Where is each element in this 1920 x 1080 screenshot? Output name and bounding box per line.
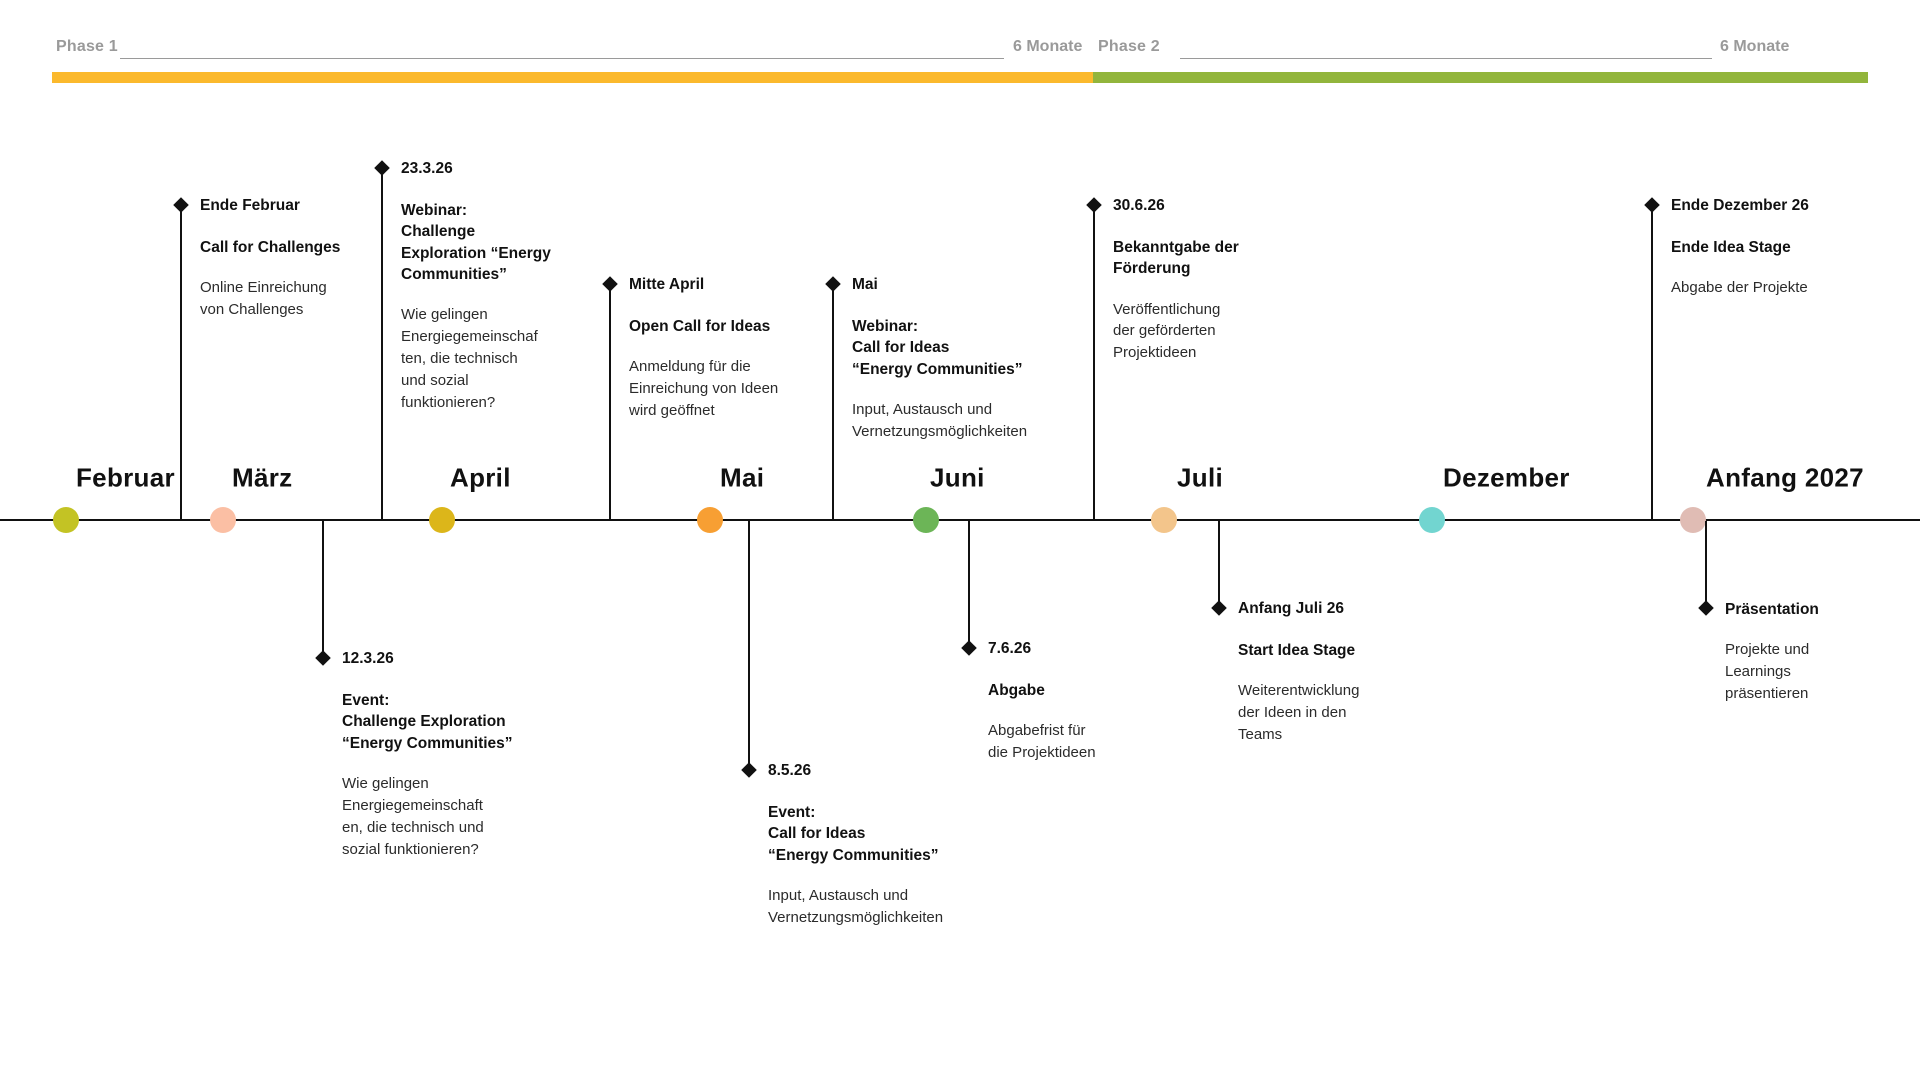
milestone-stem: [832, 284, 834, 519]
milestone-diamond-icon: [961, 640, 977, 656]
milestone-headline: Webinar: Challenge Exploration “Energy C…: [401, 201, 551, 283]
milestone-body: Input, Austausch und Vernetzungsmöglichk…: [768, 886, 944, 926]
milestone-body: Abgabefrist für die Projektideen: [988, 722, 1096, 762]
milestone-diamond-icon: [1211, 600, 1227, 616]
milestone-diamond-icon: [1698, 600, 1714, 616]
phase-rule: [1180, 58, 1712, 59]
phase-label: Phase 1: [56, 38, 118, 55]
month-label-5: Juli: [1177, 462, 1223, 493]
milestone-headline: Start Idea Stage: [1238, 641, 1356, 659]
milestone-headline: Abgabe: [988, 681, 1045, 699]
milestone-diamond-icon: [173, 197, 189, 213]
milestone-stem: [1651, 205, 1653, 519]
axis-dot-3: [697, 507, 723, 533]
axis-dot-5: [1151, 507, 1177, 533]
month-label-3: Mai: [720, 462, 765, 493]
milestone-date: 23.3.26: [401, 160, 453, 177]
phase-bar: [52, 72, 1093, 83]
phase-bar: [1093, 72, 1868, 83]
month-label-4: Juni: [930, 462, 985, 493]
axis-dot-4: [913, 507, 939, 533]
milestone-date: 8.5.26: [768, 762, 812, 779]
milestone-headline: Bekanntgabe der Förderung: [1113, 238, 1239, 278]
axis-dot-7: [1680, 507, 1706, 533]
timeline-axis: [0, 519, 1920, 521]
milestone-stem: [748, 521, 750, 770]
month-label-0: Februar: [76, 462, 175, 493]
milestone-headline: Ende Idea Stage: [1671, 238, 1791, 256]
milestone-date: Anfang Juli 26: [1238, 600, 1344, 617]
milestone-headline: Call for Challenges: [200, 238, 341, 256]
milestone-diamond-icon: [315, 650, 331, 666]
milestone-headline: Open Call for Ideas: [629, 317, 771, 335]
axis-dot-6: [1419, 507, 1445, 533]
axis-dot-0: [53, 507, 79, 533]
milestone-body: Input, Austausch und Vernetzungsmöglichk…: [852, 400, 1028, 440]
phase-duration-label: 6 Monate: [1720, 38, 1790, 55]
axis-dot-1: [210, 507, 236, 533]
milestone-diamond-icon: [825, 276, 841, 292]
phase-label: Phase 2: [1098, 38, 1160, 55]
month-label-2: April: [450, 462, 511, 493]
milestone-body: Online Einreichung von Challenges: [200, 279, 327, 319]
milestone-body: Anmeldung für die Einreichung von Ideen …: [629, 358, 779, 419]
milestone-body: Veröffentlichung der geförderten Projekt…: [1113, 300, 1221, 362]
milestone-date: Ende Dezember 26: [1671, 197, 1809, 214]
milestone-stem: [968, 521, 970, 648]
milestone-body: Weiterentwicklung der Ideen in den Teams: [1238, 682, 1360, 743]
milestone-diamond-icon: [741, 762, 757, 778]
phase-header: Phase 1 6 Monate Phase 2 6 Monate: [0, 0, 1920, 92]
milestone-diamond-icon: [374, 160, 390, 176]
milestone-stem: [1705, 521, 1707, 608]
axis-dot-2: [429, 507, 455, 533]
milestone-date: 12.3.26: [342, 650, 394, 667]
milestone-body: Wie gelingen Energiegemeinschaft en, die…: [342, 774, 484, 858]
milestone-stem: [1093, 205, 1095, 519]
milestone-diamond-icon: [602, 276, 618, 292]
phase-duration-label: 6 Monate: [1013, 38, 1083, 55]
milestone-date: 7.6.26: [988, 640, 1032, 657]
milestone-date: Ende Februar: [200, 197, 300, 214]
milestone-diamond-icon: [1086, 197, 1102, 213]
month-label-7: Anfang 2027: [1706, 462, 1864, 493]
milestone-date: Mitte April: [629, 276, 705, 293]
milestone-body: Wie gelingen Energiegemeinschaf ten, die…: [401, 306, 538, 411]
milestone-stem: [180, 205, 182, 519]
milestone-headline: Event: Call for Ideas “Energy Communitie…: [768, 803, 939, 864]
milestone-body: Projekte und Learnings präsentieren: [1725, 641, 1810, 703]
milestone-diamond-icon: [1644, 197, 1660, 213]
milestone-headline: Webinar: Call for Ideas “Energy Communit…: [852, 317, 1023, 378]
milestone-body: Abgabe der Projekte: [1671, 279, 1808, 297]
phase-rule: [120, 58, 1004, 59]
milestone-headline: Event: Challenge Exploration “Energy Com…: [342, 691, 513, 752]
milestone-stem: [609, 284, 611, 519]
milestone-date: Mai: [852, 276, 878, 293]
milestone-stem: [322, 521, 324, 658]
milestone-date: 30.6.26: [1113, 197, 1165, 214]
milestone-stem: [381, 168, 383, 519]
milestone-stem: [1218, 521, 1220, 608]
month-label-6: Dezember: [1443, 462, 1570, 493]
month-label-1: März: [232, 462, 293, 493]
milestone-headline: Präsentation: [1725, 601, 1819, 618]
